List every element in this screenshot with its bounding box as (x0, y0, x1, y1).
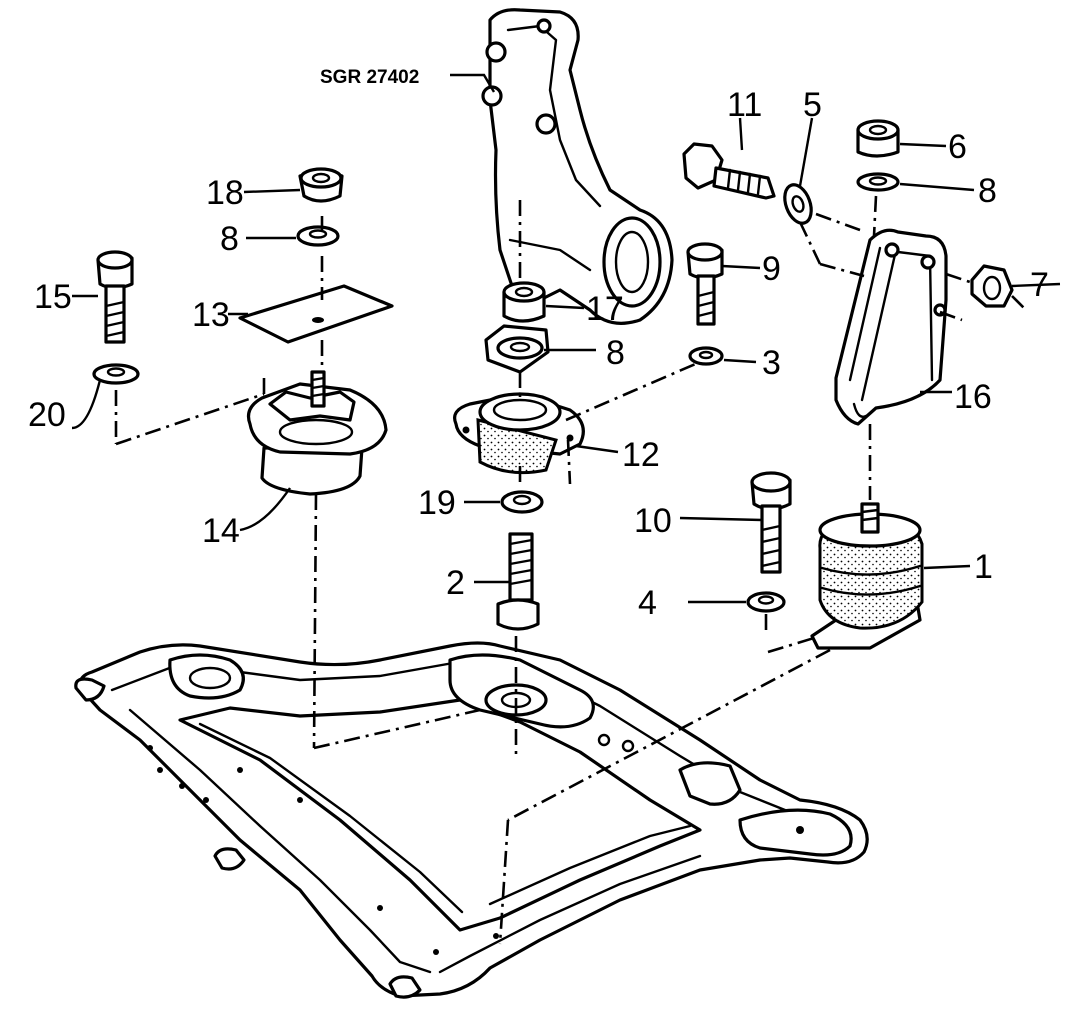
part-11-bolt (682, 142, 776, 200)
part-13-plate (238, 284, 394, 344)
label-4: 4 (638, 584, 657, 622)
label-10: 10 (634, 502, 672, 540)
label-18: 18 (206, 174, 244, 212)
label-16: 16 (954, 378, 992, 416)
label-12: 12 (622, 436, 660, 474)
leader-lines (71, 73, 1061, 604)
subframe (74, 641, 869, 999)
part-4-washer (746, 591, 786, 613)
part-3-washer (688, 346, 724, 366)
part-18-nut (298, 167, 344, 203)
part-14-rear-mount (246, 370, 388, 496)
callout-labels: SGR 27402 11 5 6 8 7 9 3 16 18 8 15 13 2… (28, 67, 1049, 622)
plate-hole (312, 317, 324, 323)
part-16-bracket (834, 228, 948, 426)
part-15-bolt (96, 250, 134, 344)
label-8-left: 8 (220, 220, 239, 258)
part-2-stud (496, 532, 540, 631)
label-3: 3 (762, 344, 781, 382)
label-2: 2 (446, 564, 465, 602)
part-6-nut (856, 119, 900, 158)
part-20-washer (92, 363, 140, 385)
part-9-bolt (686, 242, 724, 326)
part-12-center-mount (453, 392, 585, 475)
label-7: 7 (1030, 266, 1049, 304)
part-8-washer-center (484, 324, 550, 374)
part-7-nut (970, 264, 1014, 308)
steering-knuckle (481, 8, 674, 325)
part-17-nut (502, 281, 546, 323)
label-1: 1 (974, 548, 993, 586)
label-6: 6 (948, 128, 967, 166)
label-20: 20 (28, 396, 66, 434)
part-8-washer-right (856, 172, 900, 192)
assembly-axes (114, 195, 1027, 945)
label-13: 13 (192, 296, 230, 334)
label-17: 17 (586, 290, 624, 328)
part-8-washer-left (296, 225, 340, 247)
label-5: 5 (803, 86, 822, 124)
label-8-right: 8 (978, 172, 997, 210)
label-8-center: 8 (606, 334, 625, 372)
label-15: 15 (34, 278, 72, 316)
part-5-washer (783, 183, 813, 225)
label-9: 9 (762, 250, 781, 288)
label-14: 14 (202, 512, 240, 550)
part-19-washer (500, 490, 544, 514)
label-19: 19 (418, 484, 456, 522)
label-11: 11 (727, 86, 762, 124)
part-1-engine-mount (810, 502, 924, 650)
part-10-bolt (750, 471, 792, 574)
reference-code: SGR 27402 (320, 67, 419, 88)
